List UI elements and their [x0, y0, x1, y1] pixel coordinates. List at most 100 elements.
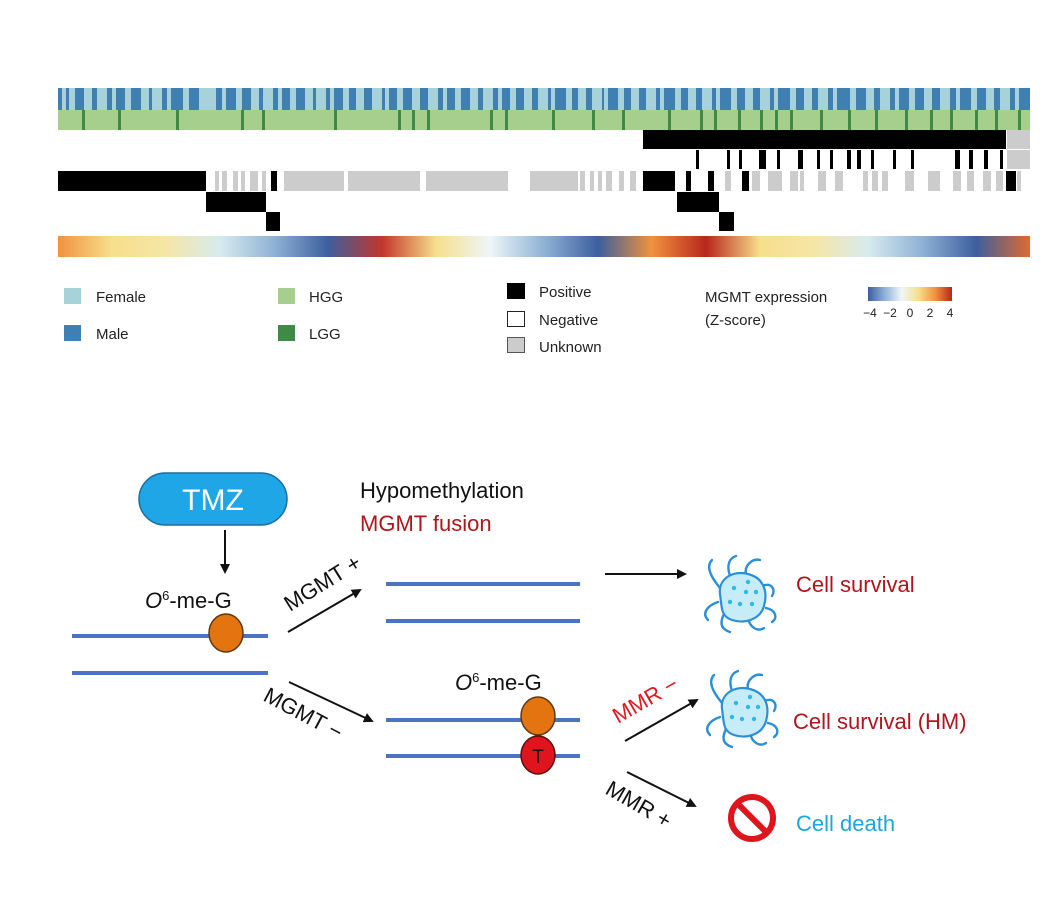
status-row-4-block-b: [677, 192, 719, 212]
female-mark: [1000, 88, 1010, 110]
female-mark: [618, 88, 624, 110]
female-mark: [97, 88, 107, 110]
unknown-mark: [530, 171, 578, 191]
lgg-mark: [490, 110, 493, 130]
female-mark: [372, 88, 382, 110]
unknown-mark: [1017, 171, 1021, 191]
positive-mark: [984, 150, 988, 169]
female-mark: [833, 88, 837, 110]
gender-row-female-marks: [62, 88, 1019, 110]
unknown-mark: [250, 171, 258, 191]
lgg-mark: [1018, 110, 1021, 130]
mgmt-plus-arrow: [287, 588, 362, 633]
unknown-mark: [580, 171, 585, 191]
grade-row: [58, 110, 1030, 130]
status-row-3-block-a: [58, 171, 206, 191]
status-row-1-positive-block: [643, 130, 1006, 149]
status-row-2: [1007, 150, 1030, 169]
unknown-mark: [284, 171, 344, 191]
lgg-mark: [82, 110, 85, 130]
female-mark: [924, 88, 932, 110]
status-row-5-block-b: [719, 212, 734, 231]
unknown-mark: [967, 171, 974, 191]
status-row-4: [206, 192, 719, 212]
status-row-1-unknown-block: [1007, 130, 1030, 149]
expression-tick-label: 2: [927, 306, 934, 320]
positive-swatch: [507, 283, 525, 299]
female-mark: [290, 88, 296, 110]
female-mark: [1015, 88, 1019, 110]
unknown-mark: [790, 171, 798, 191]
status-row-4-block-a: [206, 192, 266, 212]
female-mark: [592, 88, 602, 110]
cell-death-icon: [728, 794, 776, 842]
female-mark: [880, 88, 890, 110]
female-mark: [866, 88, 874, 110]
negative-swatch: [507, 311, 525, 327]
lgg-mark: [875, 110, 878, 130]
female-mark: [167, 88, 171, 110]
female-mark: [818, 88, 828, 110]
female-mark: [385, 88, 389, 110]
unknown-mark: [725, 171, 731, 191]
positive-mark: [911, 150, 914, 169]
lgg-mark: [176, 110, 179, 130]
positive-mark: [955, 150, 960, 169]
lgg-mark: [668, 110, 671, 130]
o6-meg-adduct-right: [520, 696, 556, 736]
grade-row-lgg-marks: [82, 110, 1021, 130]
hgg-label: HGG: [309, 289, 343, 306]
positive-mark: [857, 150, 861, 169]
positive-mark: [759, 150, 766, 169]
unknown-mark: [983, 171, 991, 191]
lgg-mark: [848, 110, 851, 130]
female-mark: [731, 88, 737, 110]
female-mark: [62, 88, 66, 110]
thymine-mismatch: [520, 735, 556, 775]
female-mark: [343, 88, 349, 110]
unknown-mark: [262, 171, 266, 191]
female-mark: [412, 88, 420, 110]
female-mark: [986, 88, 994, 110]
female-mark: [688, 88, 696, 110]
female-mark: [510, 88, 516, 110]
female-mark: [199, 88, 207, 110]
unknown-mark: [800, 171, 804, 191]
unknown-mark: [818, 171, 826, 191]
male-label: Male: [96, 326, 129, 343]
positive-mark: [871, 150, 874, 169]
female-mark: [538, 88, 548, 110]
lgg-mark: [775, 110, 778, 130]
expression-tick-label: −4: [863, 306, 877, 320]
status-row-5: [266, 212, 734, 231]
expression-tick-label: −2: [883, 306, 897, 320]
positive-mark: [696, 150, 699, 169]
lgg-mark: [995, 110, 998, 130]
female-mark: [850, 88, 856, 110]
negative-label: Negative: [539, 312, 598, 329]
status-row-2-positive-marks: [696, 150, 1003, 169]
status-row-1: [643, 130, 1030, 149]
diagram: TMZ O6-me-G Hypomethylation MGMT fusion …: [72, 472, 967, 842]
female-mark: [551, 88, 555, 110]
expression-legend-subtitle: (Z-score): [705, 312, 766, 329]
positive-mark: [969, 150, 973, 169]
tmz-label: TMZ: [182, 484, 244, 517]
female-mark: [909, 88, 915, 110]
lgg-label: LGG: [309, 326, 341, 343]
positive-mark: [830, 150, 833, 169]
expression-row: [58, 236, 1030, 257]
mmr-minus-arrow: [624, 699, 699, 742]
expression-tick-label: 0: [907, 306, 914, 320]
lgg-mark: [930, 110, 933, 130]
unknown-mark: [233, 171, 238, 191]
unknown-mark: [882, 171, 888, 191]
lgg-mark: [760, 110, 763, 130]
female-mark: [278, 88, 282, 110]
female-mark: [316, 88, 326, 110]
female-mark: [356, 88, 364, 110]
positive-label: Positive: [539, 284, 592, 301]
female-mark: [790, 88, 796, 110]
